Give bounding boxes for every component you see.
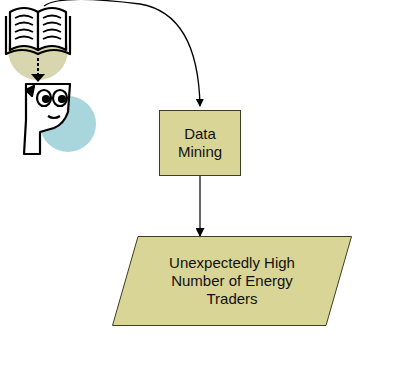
dashed-arrow: [37, 58, 39, 76]
node-label: Data Mining: [167, 125, 233, 161]
book-icon: [6, 8, 70, 54]
person-icon: [24, 84, 70, 154]
flow-arrow: [199, 176, 200, 236]
data-parallelogram: Unexpectedly High Number of Energy Trade…: [112, 236, 352, 326]
dashed-arrow-head: [31, 74, 45, 82]
node-label: Unexpectedly High Number of Energy Trade…: [152, 254, 312, 308]
curved-arrow: [44, 0, 200, 106]
process-box: Data Mining: [159, 110, 241, 176]
